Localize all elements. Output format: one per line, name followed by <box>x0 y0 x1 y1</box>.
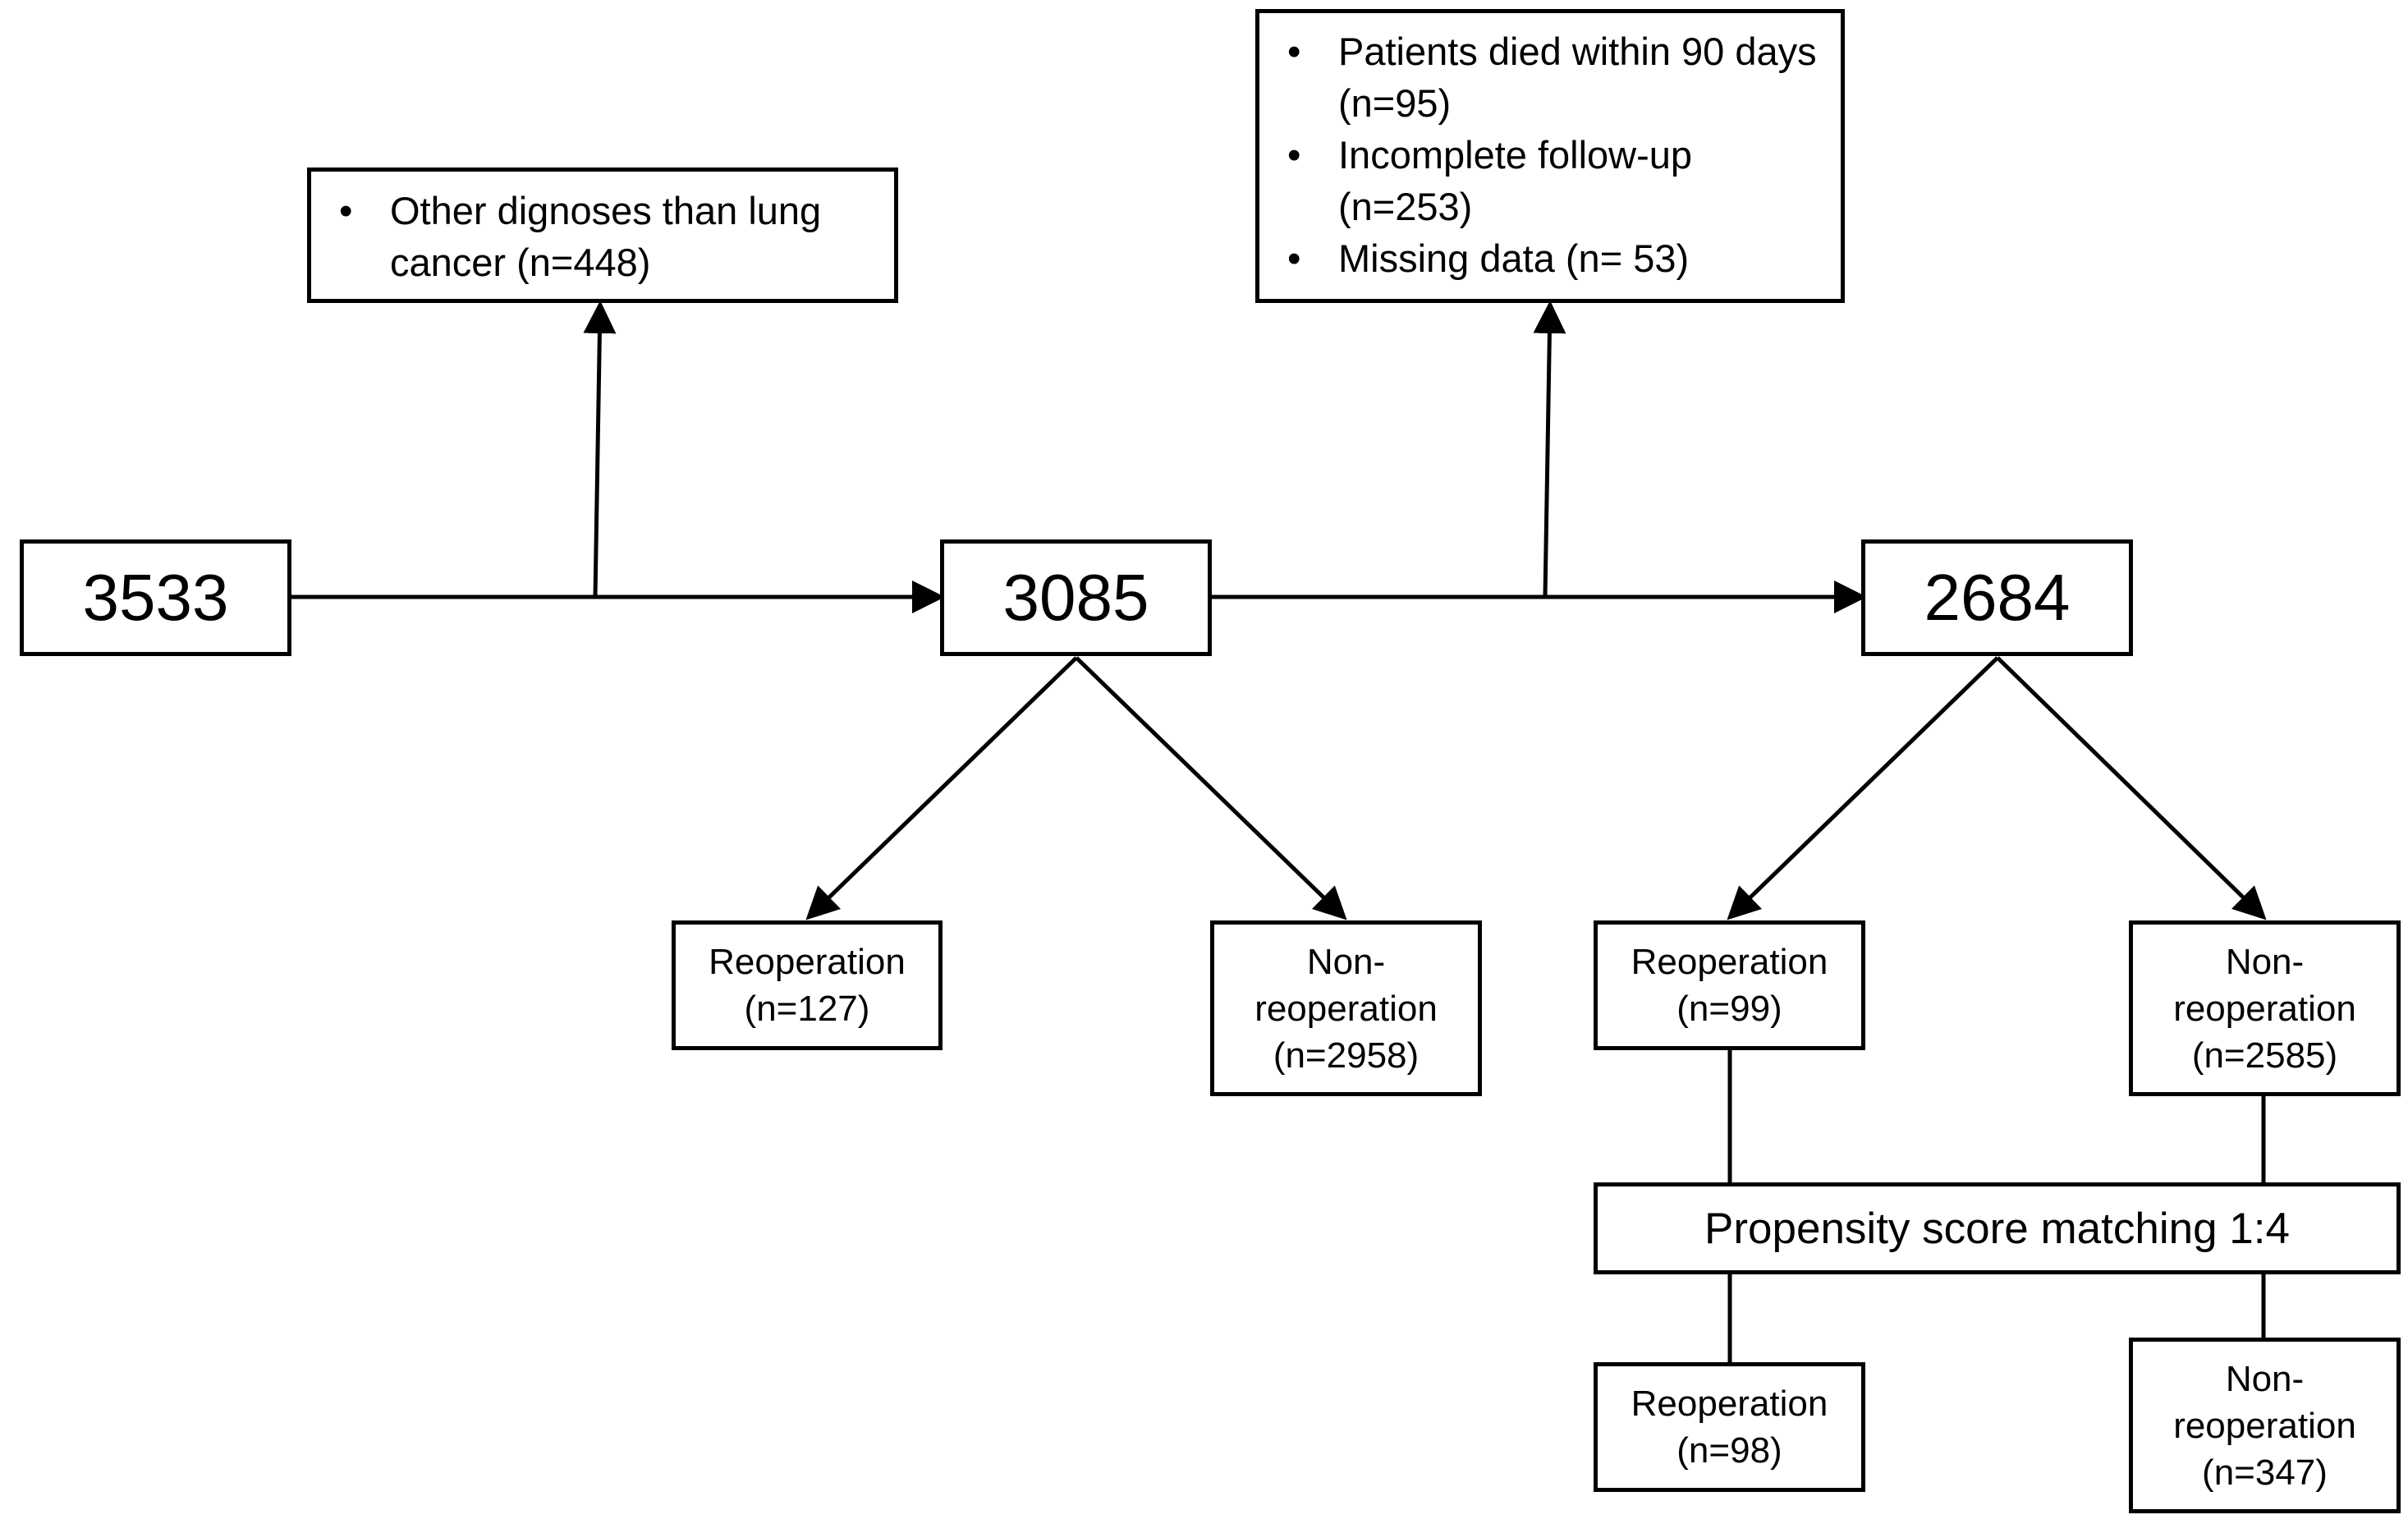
after-diagnosis-exclusion-box: 3085 <box>940 539 1212 656</box>
group-count: (n=127) <box>744 989 870 1029</box>
diagnosis-exclusion-list: Other dignoses than lung cancer (n=448) <box>337 185 878 288</box>
group-label: Reoperation <box>709 942 906 982</box>
total-count-box: 3533 <box>20 539 291 656</box>
diagnosis-exclusion-box: Other dignoses than lung cancer (n=448) <box>307 168 898 303</box>
group-label-line1: Non- <box>2225 1358 2305 1399</box>
group-count: (n=98) <box>1676 1430 1782 1471</box>
propensity-score-matching-box: Propensity score matching 1:4 <box>1594 1182 2401 1274</box>
group-label-line1: Non- <box>1306 941 1386 982</box>
group-label-line2: reoperation <box>2173 988 2356 1029</box>
exclusion-item: Patients died within 90 days (n=95) <box>1286 25 1824 129</box>
group-count: (n=347) <box>2202 1452 2328 1493</box>
arrow-to-followup-exclusion <box>1533 301 1566 598</box>
non-reoperation-box: Non- reoperation (n=2958) <box>1210 920 1482 1096</box>
matching-label: Propensity score matching 1:4 <box>1704 1204 2290 1253</box>
matched-non-reoperation-box: Non- reoperation (n=347) <box>2129 1338 2401 1513</box>
group-count: (n=2585) <box>2191 1035 2338 1076</box>
group-count: (n=99) <box>1676 989 1782 1029</box>
exclusion-item: Missing data (n= 53) <box>1286 232 1824 284</box>
group-label: Reoperation <box>1631 1384 1828 1424</box>
arrow-3085-to-non-reoperation <box>1075 656 1347 920</box>
followup-exclusion-list: Patients died within 90 days (n=95) Inco… <box>1286 25 1824 284</box>
exclusion-item: Other dignoses than lung cancer (n=448) <box>337 185 878 288</box>
arrow-to-diagnosis-exclusion <box>583 301 617 598</box>
reoperation-box: Reoperation (n=99) <box>1594 920 1865 1050</box>
arrow-2684-to-reoperation <box>1727 656 1999 920</box>
after-followup-exclusion-box: 2684 <box>1861 539 2133 656</box>
group-count: (n=2958) <box>1273 1035 1420 1076</box>
group-label: Reoperation <box>1631 942 1828 982</box>
after-diagnosis-exclusion-count: 3085 <box>1002 561 1149 634</box>
arrow-3085-to-reoperation <box>805 656 1078 920</box>
exclusion-item: Incomplete follow-up (n=253) <box>1286 129 1824 232</box>
group-label-line1: Non- <box>2225 941 2305 982</box>
matched-reoperation-box: Reoperation (n=98) <box>1594 1362 1865 1492</box>
followup-exclusion-box: Patients died within 90 days (n=95) Inco… <box>1255 9 1845 303</box>
group-label-line2: reoperation <box>1254 988 1438 1029</box>
arrow-2684-to-non-reoperation <box>1996 656 2267 920</box>
total-count: 3533 <box>82 561 229 634</box>
reoperation-box: Reoperation (n=127) <box>672 920 943 1050</box>
non-reoperation-box: Non- reoperation (n=2585) <box>2129 920 2401 1096</box>
after-followup-exclusion-count: 2684 <box>1924 561 2071 634</box>
group-label-line2: reoperation <box>2173 1405 2356 1446</box>
